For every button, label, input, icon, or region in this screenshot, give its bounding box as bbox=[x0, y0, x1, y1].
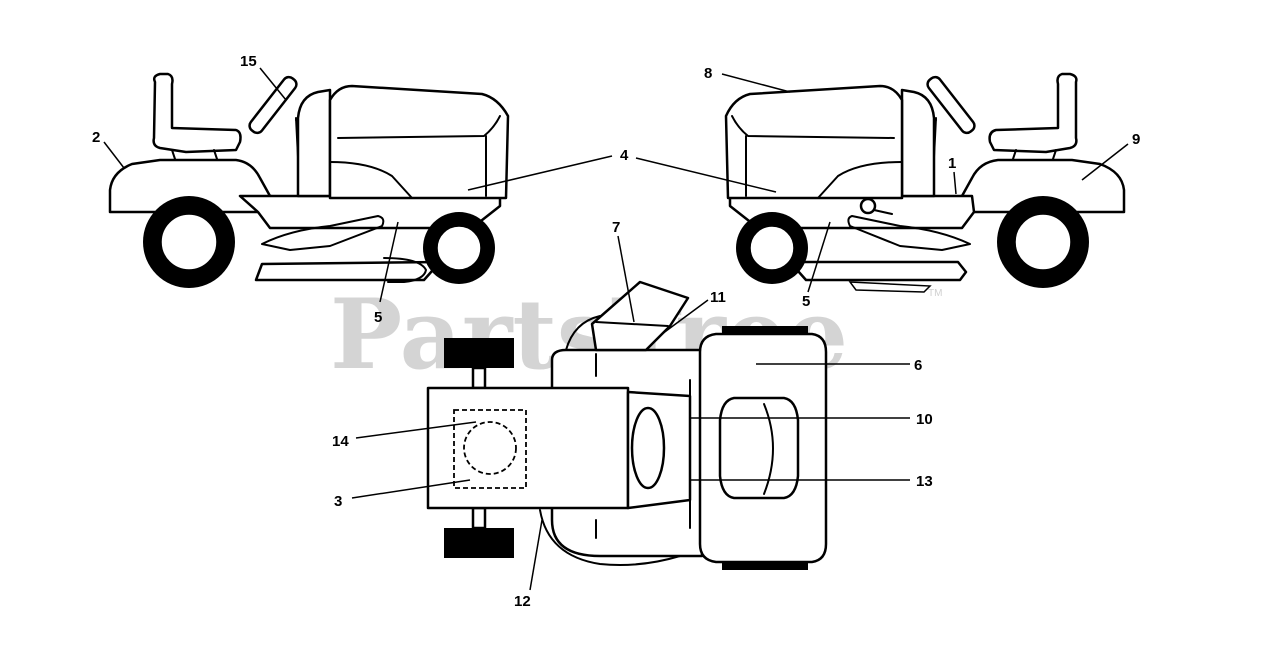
left-hood bbox=[328, 84, 510, 200]
callout-10: 10 bbox=[916, 411, 933, 428]
callout-5-left: 5 bbox=[374, 309, 382, 326]
callout-15: 15 bbox=[240, 53, 257, 70]
right-lever-knob bbox=[859, 197, 877, 215]
right-side-view-tractor bbox=[724, 72, 1126, 293]
top-discharge-chute bbox=[590, 280, 690, 352]
left-seat bbox=[152, 72, 242, 154]
right-hood bbox=[724, 84, 904, 200]
right-fender bbox=[930, 158, 1126, 214]
callout-4: 4 bbox=[620, 147, 629, 164]
callout-6: 6 bbox=[914, 357, 922, 374]
callout-11: 11 bbox=[710, 289, 726, 306]
right-seat bbox=[988, 72, 1078, 154]
top-front-wheel-lower bbox=[444, 528, 514, 558]
callout-2: 2 bbox=[92, 129, 100, 146]
watermark-tm: TM bbox=[928, 288, 942, 299]
callout-13: 13 bbox=[916, 473, 933, 490]
top-steering-wheel bbox=[630, 406, 666, 490]
left-mower-deck bbox=[254, 260, 442, 282]
top-hood-dashed-panel bbox=[453, 409, 527, 489]
top-view-tractor bbox=[426, 280, 828, 570]
top-front-wheel-upper bbox=[444, 338, 514, 368]
callout-5-right: 5 bbox=[802, 293, 810, 310]
callout-8: 8 bbox=[704, 65, 712, 82]
callout-labels: 15 2 4 5 5 8 1 9 7 11 6 10 13 14 3 12 bbox=[92, 53, 1140, 610]
leader-lines bbox=[103, 67, 1129, 591]
callout-12: 12 bbox=[514, 593, 531, 610]
callout-14: 14 bbox=[332, 433, 349, 450]
left-side-view-tractor bbox=[108, 72, 510, 288]
right-steering-wheel bbox=[926, 75, 976, 135]
left-steering-wheel bbox=[248, 75, 298, 135]
callout-1: 1 bbox=[948, 155, 956, 172]
top-hood bbox=[426, 386, 630, 510]
top-seat bbox=[718, 396, 800, 500]
callout-3: 3 bbox=[334, 493, 342, 510]
callout-9: 9 bbox=[1132, 131, 1140, 148]
callout-7: 7 bbox=[612, 219, 620, 236]
